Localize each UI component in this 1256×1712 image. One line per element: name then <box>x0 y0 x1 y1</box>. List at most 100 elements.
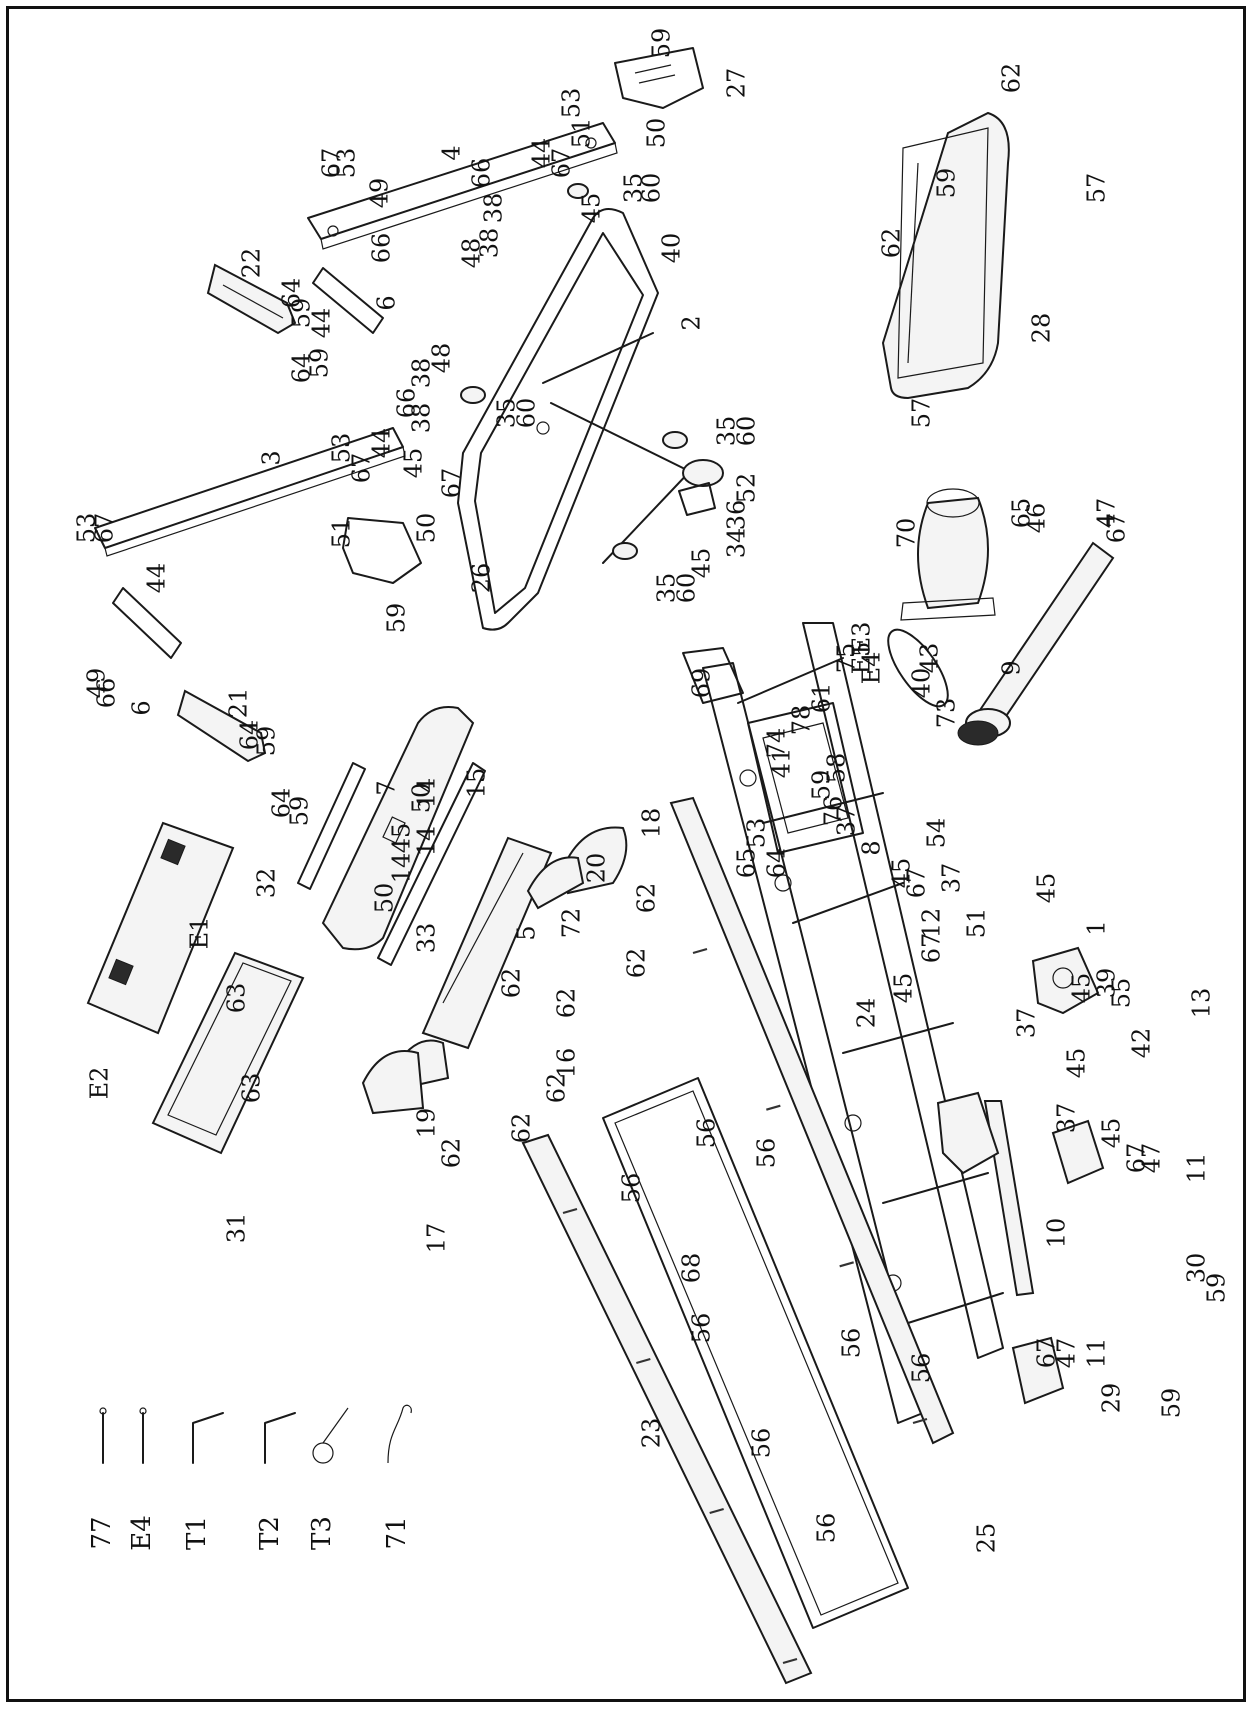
callout-25: 25 <box>973 1523 1001 1554</box>
callout-46: 46 <box>1023 503 1051 534</box>
callout-62i: 62 <box>438 1138 466 1169</box>
callout-75: 75 <box>833 643 861 674</box>
callout-62d: 62 <box>633 883 661 914</box>
callout-37d: 37 <box>1053 1103 1081 1134</box>
callout-59e: 59 <box>253 726 281 757</box>
callout-59h: 59 <box>808 770 836 801</box>
callout-39: 39 <box>1093 968 1121 999</box>
callout-9: 9 <box>998 660 1026 675</box>
callout-29: 29 <box>1098 1383 1126 1414</box>
legend-icons <box>99 1404 412 1464</box>
callout-67j: 67 <box>1033 1338 1061 1369</box>
callout-13: 13 <box>1188 988 1216 1019</box>
callout-44b: 44 <box>308 308 336 339</box>
callout-59a: 59 <box>648 28 676 59</box>
callout-43: 43 <box>916 643 944 674</box>
callout-60a: 60 <box>638 173 666 204</box>
callout-59g: 59 <box>933 168 961 199</box>
callout-67h: 67 <box>918 933 946 964</box>
side-rail-24 <box>669 796 955 1445</box>
callout-30: 30 <box>1183 1253 1211 1284</box>
callout-51b: 51 <box>328 518 356 549</box>
callout-56c: 56 <box>618 1173 646 1204</box>
callout-62c: 62 <box>498 968 526 999</box>
callout-50a: 50 <box>643 118 671 149</box>
callout-51a: 51 <box>568 118 596 149</box>
incline-tube-10 <box>983 1100 1035 1297</box>
callout-47a: 47 <box>1093 498 1121 529</box>
callout-60d: 60 <box>673 573 701 604</box>
callout-64d: 64 <box>268 788 296 819</box>
callout-66c: 66 <box>393 388 421 419</box>
callout-67f: 67 <box>1103 513 1131 544</box>
callout-56b: 56 <box>753 1138 781 1169</box>
callout-16: 16 <box>553 1048 581 1079</box>
callout-59b: 59 <box>288 298 316 329</box>
callout-24: 24 <box>853 998 881 1029</box>
callout-64b: 64 <box>288 353 316 384</box>
console-tube-5 <box>377 762 486 966</box>
callout-49a: 49 <box>366 178 394 209</box>
callout-21: 21 <box>225 688 253 719</box>
callout-67e: 67 <box>91 513 119 544</box>
callout-38d: 38 <box>408 403 436 434</box>
callout-53c: 53 <box>328 433 356 464</box>
callout-74: 74 <box>763 728 791 759</box>
callout-67g: 67 <box>903 868 931 899</box>
callout-63b: 63 <box>238 1073 266 1104</box>
callout-40b: 40 <box>908 668 936 699</box>
callout-11b: 11 <box>1083 1338 1111 1369</box>
callout-67i: 67 <box>1123 1143 1151 1174</box>
feet-35 <box>460 183 688 560</box>
callout-4: 4 <box>438 145 466 160</box>
callout-53e: 53 <box>743 818 771 849</box>
callout-48a: 48 <box>458 238 486 269</box>
callout-1: 1 <box>1083 920 1111 935</box>
callout-27: 27 <box>723 68 751 99</box>
callout-35c: 35 <box>713 416 741 447</box>
callout-64c: 64 <box>236 720 264 751</box>
display-cover-31 <box>151 951 305 1155</box>
roller-9 <box>957 541 1115 746</box>
callout-64a: 64 <box>278 278 306 309</box>
callout-38b: 38 <box>476 228 504 259</box>
callout-56f: 56 <box>908 1353 936 1384</box>
callout-23: 23 <box>638 1418 666 1449</box>
callout-53d: 53 <box>73 513 101 544</box>
callout-38a: 38 <box>480 193 508 224</box>
running-deck-68 <box>602 1077 909 1629</box>
console-15 <box>321 706 475 951</box>
callout-53a: 53 <box>558 88 586 119</box>
callout-45g: 45 <box>1068 973 1096 1004</box>
callout-72: 72 <box>558 908 586 939</box>
callout-35b: 35 <box>493 398 521 429</box>
callout-34: 34 <box>723 528 751 559</box>
callout-10: 10 <box>1043 1218 1071 1249</box>
bracket-27 <box>614 47 704 109</box>
callout-14c: 14 <box>388 853 416 884</box>
callout-78: 78 <box>788 705 816 736</box>
callout-56a: 56 <box>693 1118 721 1149</box>
callout-45b: 45 <box>400 448 428 479</box>
callout-56d: 56 <box>838 1328 866 1359</box>
belt-43 <box>887 628 949 708</box>
callout-60c: 60 <box>733 416 761 447</box>
callout-63a: 63 <box>223 983 251 1014</box>
callout-8: 8 <box>858 840 886 855</box>
callout-22: 22 <box>238 248 266 279</box>
console-16 <box>421 836 553 1050</box>
callout-6b: 6 <box>128 700 156 715</box>
callout-E1: E1 <box>186 917 214 950</box>
callout-E4a: E4 <box>858 652 886 685</box>
callout-67a: 67 <box>548 148 576 179</box>
callout-37a: 37 <box>833 806 861 837</box>
callout-76: 76 <box>820 796 848 827</box>
legend-label-T3: T3 <box>307 1516 337 1550</box>
callout-73: 73 <box>933 698 961 729</box>
callout-49b: 49 <box>83 668 111 699</box>
callout-41: 41 <box>768 748 796 779</box>
callout-61: 61 <box>808 683 836 714</box>
callout-59d: 59 <box>383 603 411 634</box>
callout-E3: E3 <box>848 622 876 655</box>
